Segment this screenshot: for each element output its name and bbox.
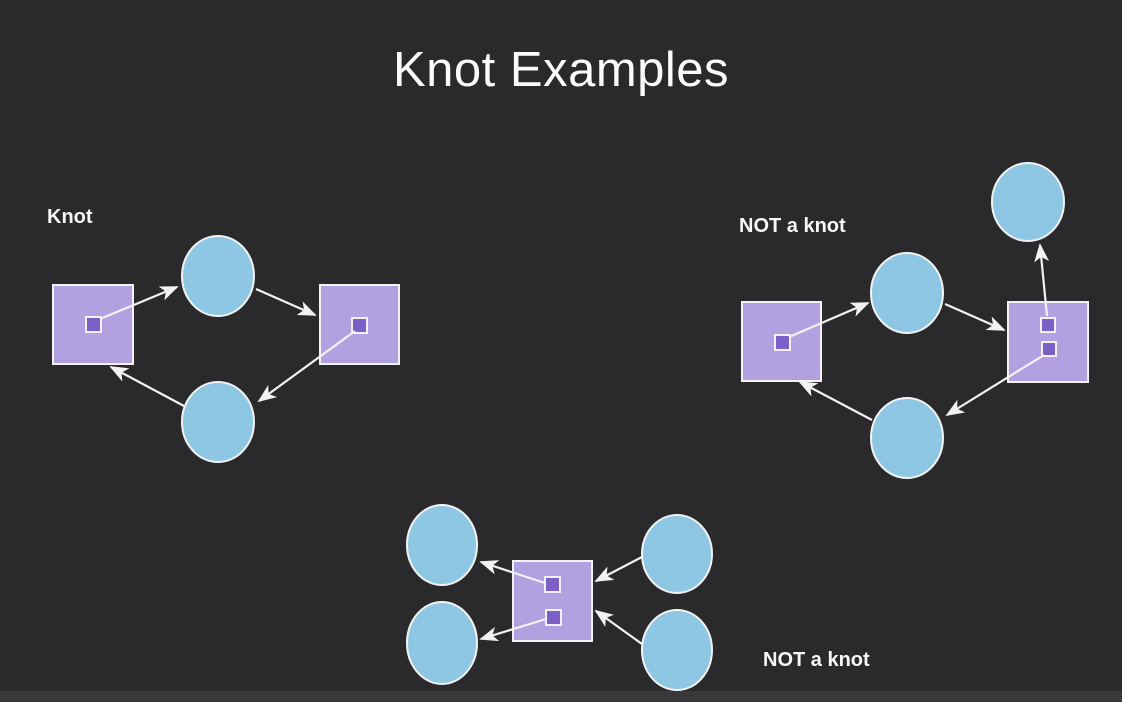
diagram-not-a-knot-bottom (406, 504, 713, 691)
knot-edge-leftsquare-to-topcircle (99, 285, 179, 321)
diagram-label-knot: Knot (47, 206, 93, 228)
diagram-label-not-a-knot-right: NOT a knot (739, 215, 846, 237)
notknot-right-left-square-port-icon (774, 334, 791, 351)
notknot-right-edge-topcircle-to-rightsquare (944, 302, 1006, 332)
notknot-bottom-bottomleft-circle (406, 601, 478, 685)
notknot-right-edge-rightsquare-to-bottomcircle (945, 354, 1045, 416)
notknot-bottom-square-top-port-icon (544, 576, 561, 593)
bottom-strip (0, 691, 1122, 702)
diagram-label-not-a-knot-bottom: NOT a knot (763, 649, 870, 671)
knot-edge-bottomcircle-to-leftsquare (109, 366, 185, 407)
knot-top-circle (181, 235, 255, 317)
knot-bottom-circle (181, 381, 255, 463)
notknot-bottom-square (512, 560, 593, 642)
diagram-not-a-knot-right (741, 162, 1089, 479)
notknot-right-right-square-top-port-icon (1040, 317, 1056, 333)
notknot-right-top-circle (870, 252, 944, 334)
diagram-knot (52, 235, 400, 463)
notknot-bottom-topright-circle (641, 514, 713, 594)
notknot-bottom-topleft-circle (406, 504, 478, 586)
notknot-right-edge-leftsquare-to-topcircle (788, 301, 870, 339)
notknot-bottom-edge-square-to-bottomleftcircle (479, 617, 547, 642)
knot-right-square-port-icon (351, 317, 368, 334)
knot-edge-rightsquare-to-bottomcircle (257, 330, 356, 403)
notknot-right-bottom-circle (870, 397, 944, 479)
notknot-right-right-square-bottom-port-icon (1041, 341, 1057, 357)
notknot-right-edge-bottomcircle-to-leftsquare (798, 381, 873, 421)
notknot-right-edge-rightsquare-to-uppercircle (1034, 243, 1050, 317)
notknot-bottom-bottomright-circle (641, 609, 713, 691)
notknot-bottom-edge-bottomrightcircle-to-square (594, 609, 643, 645)
notknot-bottom-edge-toprightcircle-to-square (594, 556, 643, 582)
page-title: Knot Examples (392, 43, 730, 97)
notknot-bottom-square-bottom-port-icon (545, 609, 562, 626)
knot-edge-topcircle-to-rightsquare (255, 287, 317, 317)
notknot-right-upper-circle (991, 162, 1065, 242)
knot-left-square-port-icon (85, 316, 102, 333)
notknot-bottom-edge-square-to-topleftcircle (479, 560, 546, 585)
